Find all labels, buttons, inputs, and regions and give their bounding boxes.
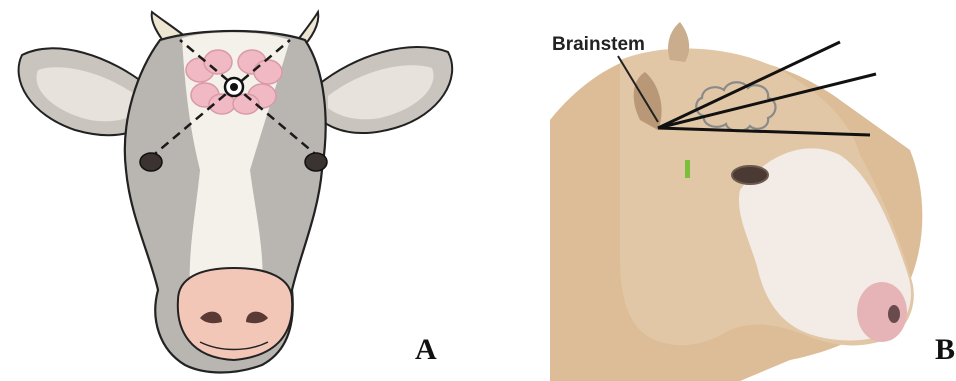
right-eye [305, 153, 327, 171]
muzzle [178, 268, 292, 360]
brainstem-label: Brainstem [552, 34, 645, 55]
eye-side [732, 166, 768, 184]
ear-tag [685, 160, 690, 178]
left-eye [140, 153, 162, 171]
cow-side-photo: Brainstem [480, 0, 956, 381]
nostril-side [888, 305, 900, 323]
panel-b: Brainstem [480, 0, 956, 381]
target-point-icon [225, 78, 243, 96]
panel-letter-a: A [415, 333, 437, 367]
cow-front-illustration [0, 0, 480, 381]
panel-a [0, 0, 480, 381]
panel-letter-b: B [935, 333, 955, 367]
horn-side [668, 22, 689, 62]
